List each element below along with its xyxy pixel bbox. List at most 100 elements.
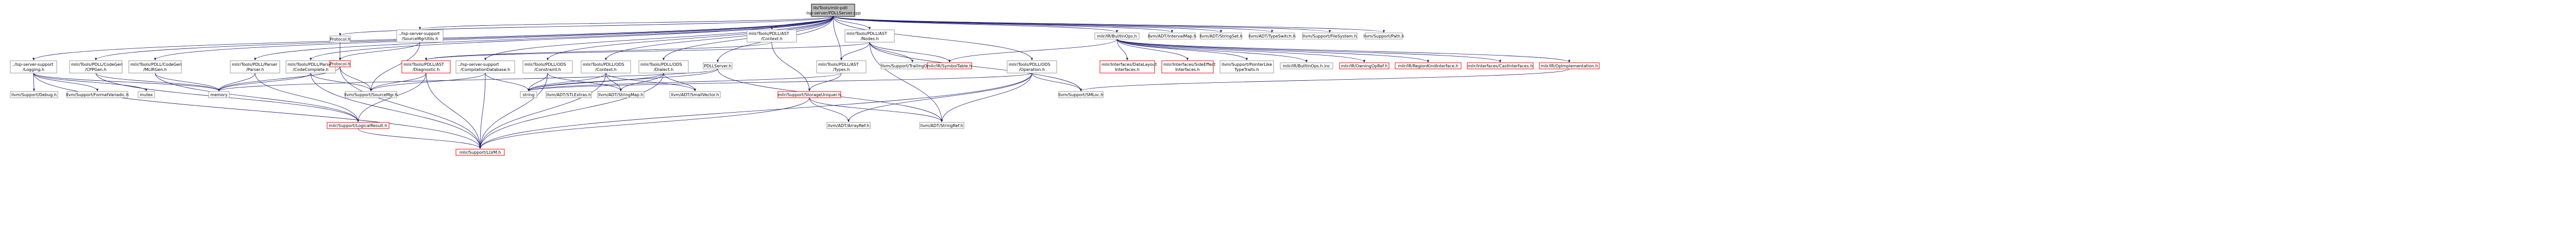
node-box	[597, 91, 645, 98]
edge-ast_context-to-storage_uniquer	[771, 42, 809, 91]
edge-lsp_logging-to-support_llvm	[33, 73, 480, 149]
node-root: lib/Tools/mlir-pdll-lsp-server/PDLLServe…	[805, 4, 861, 17]
node-memory[interactable]: memory	[208, 91, 230, 98]
node-llvm-formatvariadic[interactable]: llvm/Support/FormatVariadic.h	[66, 91, 129, 98]
node-ods-constraint[interactable]: mlir/Tools/PDLL/ODS/Constraint.h	[522, 60, 573, 74]
node-ir-builtinops[interactable]: mlir/IR/BuiltinOps.h	[1094, 32, 1140, 40]
edge-parser_complete-to-support_llvm	[310, 73, 480, 149]
node-ir-builtinops-inc[interactable]: mlir/IR/BuiltinOps.h.inc	[1280, 62, 1333, 69]
node-box	[1365, 32, 1403, 40]
node-ods-dialect[interactable]: mlir/Tools/PDLL/ODS/Dialect.h	[638, 60, 689, 74]
node-box	[455, 149, 505, 156]
node-lsp-logging[interactable]: ../lsp-server-support/Logging.h	[10, 60, 57, 74]
node-label: llvm/Support/SMLoc.h	[1058, 93, 1103, 97]
edge-ast_context-to-ast_diagnostic	[426, 42, 772, 60]
node-ast-nodes[interactable]: mlir/Tools/PDLL/AST/Nodes.h	[844, 29, 895, 43]
node-label: /MLIRGen.h	[143, 67, 167, 72]
node-adt-arrayref[interactable]: llvm/ADT/ArrayRef.h	[826, 122, 871, 129]
node-ods-context[interactable]: mlir/Tools/PDLL/ODS/Context.h	[581, 60, 631, 74]
edge-ods_dialect-to-support_llvm	[480, 73, 664, 149]
edge-ods_operation-to-llvm_smloc	[1031, 73, 1081, 91]
node-box	[1148, 32, 1196, 40]
node-box	[927, 62, 972, 69]
node-adt-stringmap[interactable]: llvm/ADT/StringMap.h	[597, 91, 645, 98]
node-adt-stringset[interactable]: llvm/ADT/StringSet.h	[1199, 32, 1243, 40]
node-ast-context[interactable]: mlir/Tools/PDLL/AST/Context.h	[747, 29, 797, 43]
node-string[interactable]: string	[520, 91, 537, 98]
node-label: mlir/Tools/PDLL/AST	[749, 31, 789, 36]
node-label: mlir/Tools/PDLL/Parser	[232, 62, 278, 67]
node-box	[1219, 60, 1274, 74]
edge-ir_builtinops-to-if_datalayout	[1116, 39, 1127, 60]
node-adt-typeswitch[interactable]: llvm/ADT/TypeSwitch.h	[1248, 32, 1296, 40]
node-box	[520, 91, 537, 98]
node-llvm-filesystem[interactable]: llvm/Support/FileSystem.h	[1302, 32, 1358, 40]
edge-pdllserver_h-to-memory	[219, 68, 718, 91]
node-box	[844, 29, 895, 43]
node-label: /Context.h	[761, 37, 783, 41]
node-adt-smallvector[interactable]: llvm/ADT/SmallVector.h	[669, 91, 721, 98]
node-box	[703, 62, 733, 69]
node-llvm-sourcemgr[interactable]: llvm/Support/SourceMgr.h	[344, 91, 398, 98]
node-ods-operation[interactable]: mlir/Tools/PDLL/ODS/Operation.h	[1007, 60, 1057, 74]
node-mutex[interactable]: mutex	[138, 91, 155, 98]
node-label: mlir/Tools/PDLL/ODS	[1009, 62, 1050, 67]
node-box	[522, 60, 573, 74]
node-llvm-smloc[interactable]: llvm/Support/SMLoc.h	[1058, 91, 1104, 98]
node-label: PDLLServer.h	[704, 64, 731, 68]
node-box	[1339, 62, 1389, 69]
node-label: /SourceMgrUtils.h	[402, 37, 438, 41]
node-ast-types[interactable]: mlir/Tools/PDLL/AST/Types.h	[816, 60, 867, 74]
node-llvm-path[interactable]: llvm/Support/Path.h	[1363, 32, 1404, 40]
node-label: llvm/Support/PointerLike	[1222, 62, 1272, 67]
node-codegen-mlir[interactable]: mlir/Tools/PDLL/CodeGen/MLIRGen.h	[128, 60, 182, 74]
node-protocol-a[interactable]: Protocol.h	[329, 35, 351, 43]
node-label: mlir/Support/LLVM.h	[460, 150, 501, 155]
node-label: /Constraint.h	[534, 67, 561, 72]
edge-ast_nodes-to-llvm_trailing	[869, 42, 912, 62]
node-label: mlir/Tools/PDLL/CodeGen	[130, 62, 182, 67]
node-parser-complete[interactable]: mlir/Tools/PDLL/Parser/CodeComplete.h	[285, 60, 336, 74]
node-adt-stlextras[interactable]: llvm/ADT/STLExtras.h	[546, 91, 592, 98]
node-box	[1200, 32, 1242, 40]
node-box	[811, 4, 855, 17]
node-label: llvm/Support/Debug.h	[11, 93, 57, 97]
node-if-castinterfaces: mlir/Interfaces/CastInterfaces.h	[1467, 62, 1534, 69]
node-box	[1058, 91, 1104, 98]
node-box	[1395, 62, 1462, 69]
edge-parser_complete-to-llvm_sourcemgr	[310, 73, 371, 91]
node-llvm-debug[interactable]: llvm/Support/Debug.h	[10, 91, 58, 98]
node-label: /Operation.h	[1019, 67, 1045, 72]
node-adt-stringref[interactable]: llvm/ADT/StringRef.h	[919, 122, 964, 129]
node-box	[455, 60, 515, 74]
edge-ir_builtinops-to-llvm_pointerlike	[1116, 39, 1247, 60]
edge-ods_operation-to-adt_arrayref	[849, 73, 1032, 122]
node-codegen-cpp[interactable]: mlir/Tools/PDLL/CodeGen/CPPGen.h	[69, 60, 123, 74]
node-label: /Nodes.h	[860, 37, 878, 41]
edge-root-to-protocol_a	[340, 16, 834, 35]
node-lsp-sourcemgr[interactable]: ../lsp-server-support/SourceMgrUtils.h	[396, 29, 444, 43]
node-adt-intervalmap[interactable]: llvm/ADT/IntervalMap.h	[1148, 32, 1196, 40]
graph-nodes: lib/Tools/mlir-pdll-lsp-server/PDLLServe…	[10, 4, 1600, 156]
node-lsp-compdb[interactable]: ../lsp-server-support/CompilationDatabas…	[455, 60, 515, 74]
node-label: memory	[210, 93, 228, 97]
node-box	[396, 29, 444, 43]
node-parser-parser[interactable]: mlir/Tools/PDLL/Parser/Parser.h	[230, 60, 280, 74]
node-box	[327, 122, 389, 129]
edge-ods_dialect-to-string	[529, 73, 664, 91]
node-label: Protocol.h	[330, 37, 350, 42]
edge-root-to-ast_nodes	[833, 16, 870, 29]
node-box	[1280, 62, 1333, 69]
node-box	[285, 60, 336, 74]
node-label: llvm/Support/FileSystem.h	[1303, 34, 1357, 39]
edge-codegen_mlir-to-memory	[155, 73, 219, 91]
node-pdllserver-h[interactable]: PDLLServer.h	[703, 62, 733, 69]
node-label: mlir/Support/StorageUniquer.h	[778, 93, 841, 97]
edge-root-to-ods_operation	[833, 16, 1032, 60]
node-label: mlir/Interfaces/DataLayout	[1101, 62, 1157, 67]
edge-codegen_cpp-to-memory	[95, 73, 219, 91]
node-label: mlir/Tools/PDLL/AST	[846, 31, 887, 36]
